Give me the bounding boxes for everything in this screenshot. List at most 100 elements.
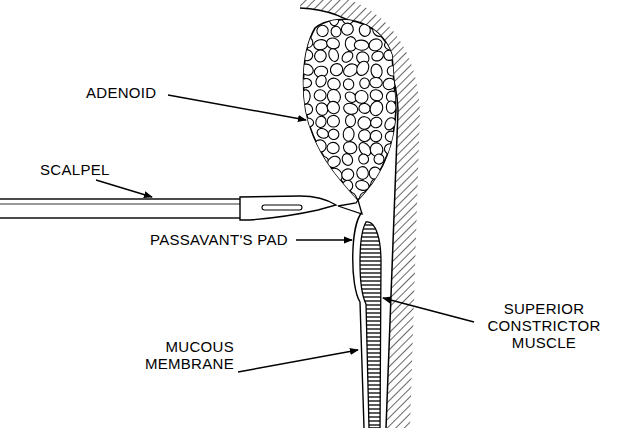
adenoid-cell [329,12,338,25]
adenoid-cell [370,23,386,39]
adenoid-cell [398,24,415,42]
adenoid-cell [398,182,412,194]
adenoid-cell [398,50,413,64]
adenoid-cell [371,14,383,26]
adenoid-cell [340,49,355,64]
leader-line [296,239,352,240]
adenoid-cell [385,166,399,180]
adenoid-cell [398,166,415,183]
adenoid-cell [299,127,311,140]
adenoid-cell [384,22,399,38]
adenoid-cell [328,61,345,78]
adenoid-cell [373,153,385,165]
adenoid-cell [300,102,315,117]
adenoid-cell [394,189,413,207]
adenoid-cell [356,166,369,180]
adenoid-cell [381,179,397,196]
adenoid-cell [342,180,352,191]
adenoid-cell [385,195,399,209]
adenoid-cell [386,101,396,114]
adenoid-cell [358,116,372,129]
adenoid-cell [358,103,371,115]
adenoid-cell [299,62,315,77]
scalpel-handle [0,199,242,218]
adenoid-cell [352,88,370,106]
adenoid-cell [326,154,343,170]
adenoid-cell [315,24,329,38]
adenoid-cell [327,47,340,62]
scalpel-blade [240,196,336,220]
part-label: MUCOUS MEMBRANE [130,338,234,372]
adenoid-cell [383,142,397,155]
part-label: SUPERIOR CONSTRICTOR MUSCLE [478,300,610,351]
adenoid-cell [357,152,371,166]
adenoid-cell [316,183,329,195]
adenoid-cell [327,115,341,128]
adenoid-cell [370,63,383,79]
wall-line [300,8,398,428]
part-label: SCALPEL [40,161,110,178]
adenoid-cell [314,8,329,25]
leader-line [383,298,474,322]
adenoid-cell [313,39,328,51]
adenoid-cell [368,99,385,117]
adenoid-cell [342,78,355,91]
adenoid-cell [399,113,413,128]
part-label: PASSAVANT'S PAD [150,231,288,248]
adenoid-cell [399,63,414,79]
wall-hatching [300,0,420,428]
adenoid-cell [314,115,327,129]
adenoid-cell [384,40,397,52]
adenoid-cell [369,167,381,180]
adenoid-cell [300,89,311,104]
adenoid-cell [354,59,371,77]
adenoid-cell [299,78,312,88]
adenoid-cell [370,50,384,63]
adenoid-cell [369,88,385,103]
adenoid-cell [384,153,398,167]
adenoid-outline [303,20,396,200]
adenoid-cell [383,116,398,132]
leader-line [96,180,152,197]
adenoid-cell [300,154,313,164]
adenoid-cell [325,99,342,116]
adenoid-cell [371,191,387,207]
adenoid-cell [394,35,412,52]
adenoid-cell [369,77,382,88]
adenoid-cell [398,90,413,106]
adenoid-cell [301,181,316,194]
adenoid-cell [355,179,370,191]
adenoid-cell [345,114,355,127]
adenoid-cell [400,140,411,155]
adenoid-cell [314,74,328,89]
adenoid-cell [339,21,355,37]
adenoid-cell [384,130,397,143]
tissue-flap [338,200,362,214]
adenoid-cell [367,37,384,53]
adenoid-cell [327,128,340,141]
adenoid-cell [327,178,342,193]
adenoid-cell [311,165,327,181]
adenoid-cell [299,34,315,49]
adenoid-cell [299,140,312,156]
adenoid-cell [313,48,329,64]
adenoid-cell [396,100,413,117]
adenoid-cell [360,78,370,89]
adenoid-cell [330,26,341,38]
adenoid-cell [396,128,412,145]
leader-line [168,95,306,120]
adenoid-cell [340,152,354,167]
adenoid-cell [358,129,371,142]
adenoid-cell [342,102,359,116]
adenoid-cell [300,49,313,62]
adenoid-cell [396,150,413,167]
adenoid-cell [369,115,384,129]
part-label: ADENOID [86,84,156,101]
adenoid-cells [298,7,415,208]
adenoid-cell [358,23,371,37]
adenoid-cell [314,90,326,101]
adenoid-cell [383,50,395,61]
adenoid-cell [359,192,370,204]
adenoid-cell [342,140,358,155]
